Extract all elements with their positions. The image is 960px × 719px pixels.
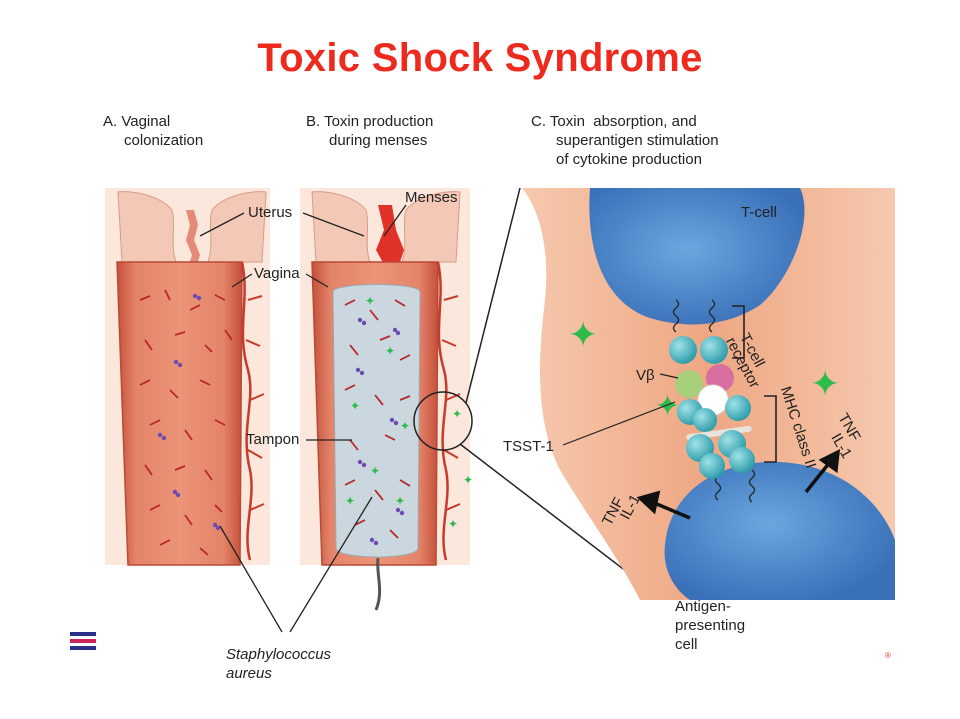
uterus-label: Uterus <box>248 204 293 221</box>
v-beta-label: Vβ <box>636 367 655 384</box>
svg-text:✦: ✦ <box>395 494 405 508</box>
registered-mark: ® <box>885 651 891 660</box>
svg-text:✦: ✦ <box>350 399 360 413</box>
svg-text:✦: ✦ <box>568 315 598 356</box>
svg-text:✦: ✦ <box>452 407 462 421</box>
panel-b-illustration: ✦ ✦ ✦ ✦ ✦ ✦ ✦ ✦ ✦ ✦ <box>300 188 473 611</box>
tampon-label: Tampon <box>246 431 300 448</box>
svg-text:✦: ✦ <box>370 464 380 478</box>
tampon-body <box>332 284 421 558</box>
t-cell <box>589 188 805 325</box>
menses-blood <box>376 205 404 268</box>
vagina-tube-a <box>116 261 243 566</box>
panel-c-heading-line1: C. Toxin absorption, and <box>531 113 697 130</box>
svg-text:✦: ✦ <box>810 364 840 405</box>
svg-text:✦: ✦ <box>385 344 395 358</box>
vagina-label: Vagina <box>254 265 300 282</box>
panel-c-illustration: ✦ ✦ ✦ <box>522 188 895 600</box>
menses-label: Menses <box>405 189 458 206</box>
svg-text:✦: ✦ <box>345 494 355 508</box>
svg-text:✦: ✦ <box>365 294 375 308</box>
antigen-presenting-cell <box>664 461 895 600</box>
svg-text:✦: ✦ <box>448 517 458 531</box>
organism-label-line1: Staphylococcus <box>226 646 332 663</box>
apc-label-line2: presenting <box>675 617 746 634</box>
panel-a-heading-line2: colonization <box>124 132 204 149</box>
panel-a-illustration <box>105 188 270 566</box>
svg-text:✦: ✦ <box>655 389 680 424</box>
svg-text:✦: ✦ <box>463 473 473 487</box>
t-cell-label: T-cell <box>741 204 777 221</box>
tsst1-label: TSST-1 <box>503 438 554 455</box>
panel-c-heading-line2: superantigen stimulation <box>556 132 719 149</box>
panel-c-heading-line3: of cytokine production <box>556 151 702 168</box>
apc-label-line1: Antigen- <box>675 598 731 615</box>
apc-label-line3: cell <box>675 636 698 653</box>
panel-b-heading-line2: during menses <box>329 132 428 149</box>
organism-label-line2: aureus <box>226 665 272 682</box>
panel-a-heading-line1: A. Vaginal <box>103 113 171 130</box>
zoom-circle <box>413 391 473 451</box>
svg-text:✦: ✦ <box>400 419 410 433</box>
page-title: Toxic Shock Syndrome <box>257 36 703 80</box>
panel-b-heading-line1: B. Toxin production <box>306 113 434 130</box>
flag-icon <box>70 632 96 650</box>
leader-lines <box>199 204 407 633</box>
